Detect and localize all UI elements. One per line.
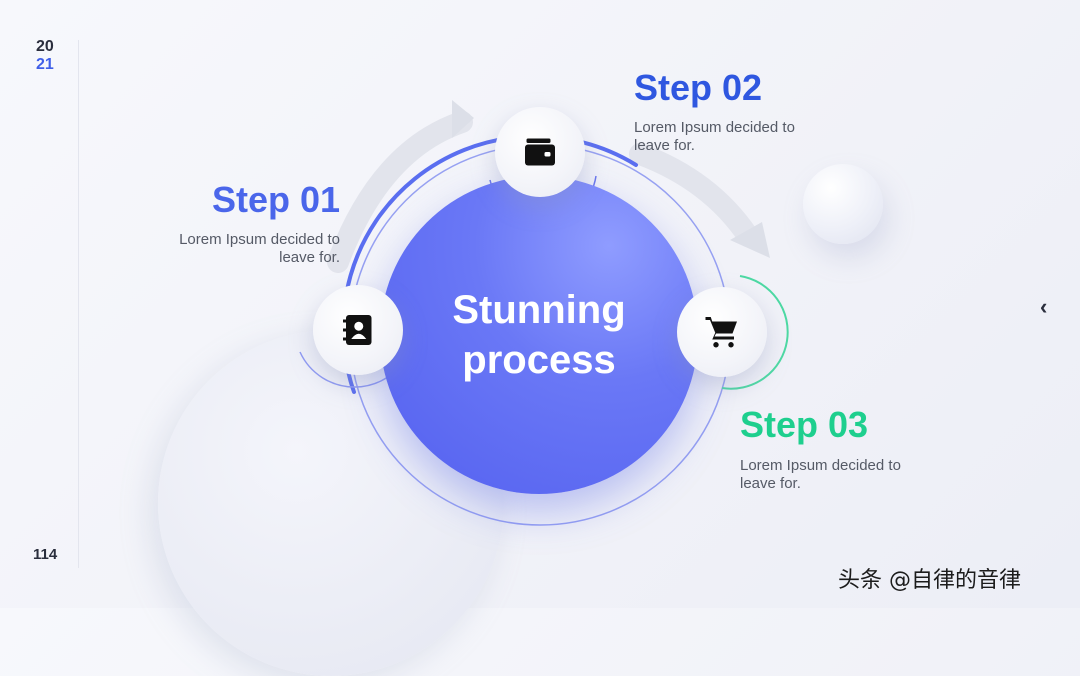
watermark: 头条 @自律的音律 xyxy=(838,568,1021,593)
center-title: Stunning process xyxy=(452,288,626,382)
year-top: 20 xyxy=(36,38,54,55)
arrow-2-to-3 xyxy=(629,143,759,247)
wallet-icon xyxy=(525,138,555,166)
contact-book-icon xyxy=(343,315,372,345)
step-3-desc: Lorem Ipsum decided to leave for. xyxy=(740,457,901,492)
step-3-title: Step 03 xyxy=(740,404,869,445)
step-3-node[interactable] xyxy=(677,287,767,377)
step-1-desc: Lorem Ipsum decided to leave for. xyxy=(179,231,340,266)
arrow-2-head xyxy=(730,222,770,258)
year-bottom: 21 xyxy=(36,56,54,73)
chevron-left-icon[interactable]: ‹ xyxy=(1040,294,1048,319)
node-3-ring xyxy=(721,275,789,390)
step-2-title: Step 02 xyxy=(634,67,763,108)
step-1-title: Step 01 xyxy=(211,179,340,220)
step-2-desc: Lorem Ipsum decided to leave for. xyxy=(634,119,795,154)
page-number: 114 xyxy=(33,546,58,563)
left-divider xyxy=(78,40,79,568)
decorative-orb xyxy=(803,164,883,244)
step-2-node[interactable] xyxy=(495,107,585,197)
step-1-node[interactable] xyxy=(313,285,403,375)
center-circle: Stunning process xyxy=(380,176,698,494)
year-label: 20 21 xyxy=(36,38,54,74)
arrow-1-to-2 xyxy=(327,111,473,273)
arrow-1-head xyxy=(452,100,474,138)
shopping-cart-icon xyxy=(705,317,737,348)
